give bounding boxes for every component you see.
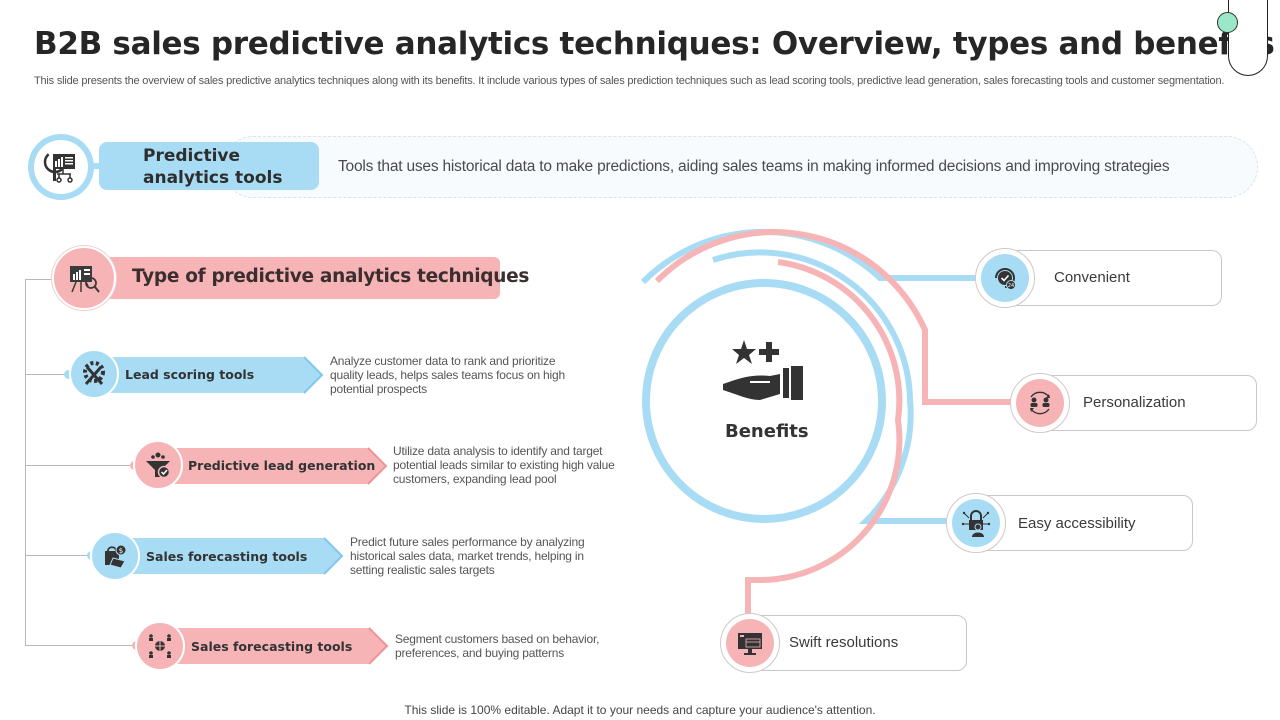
benefit-circle-accessibility bbox=[946, 493, 1006, 553]
overview-description: Tools that uses historical data to make … bbox=[338, 158, 1170, 175]
benefit-card-personalization bbox=[1036, 375, 1257, 431]
benefit-circle-personalization bbox=[1010, 373, 1070, 433]
users-exchange-icon bbox=[1016, 379, 1064, 427]
tech-arrow-sales-forecasting bbox=[118, 537, 344, 575]
tech-desc-sales-forecasting: Predict future sales performance by anal… bbox=[350, 535, 585, 577]
tree-branch-header bbox=[25, 279, 55, 280]
tech-label-sales-forecasting: Sales forecasting tools bbox=[146, 549, 308, 564]
tech-dot bbox=[64, 370, 73, 379]
tree-branch-1 bbox=[25, 374, 70, 375]
bookmark-tag-shape bbox=[1228, 0, 1268, 76]
tech-desc-lead-scoring: Analyze customer data to rank and priori… bbox=[330, 354, 565, 396]
tech-label-lead-generation: Predictive lead generation bbox=[188, 458, 376, 473]
bookmark-dot-icon bbox=[1217, 12, 1238, 33]
tree-branch-3 bbox=[25, 555, 93, 556]
tree-branch-2 bbox=[25, 465, 135, 466]
tree-branch-4 bbox=[25, 645, 137, 646]
benefit-label-convenient: Convenient bbox=[1054, 269, 1130, 286]
benefits-title: Benefits bbox=[725, 421, 809, 442]
tech-desc-segmentation: Segment customers based on behavior, pre… bbox=[395, 632, 600, 660]
benefit-card-convenient bbox=[1000, 250, 1222, 306]
types-header-box bbox=[100, 257, 500, 299]
benefit-card-swift-resolutions bbox=[746, 615, 967, 671]
types-heading: Type of predictive analytics techniques bbox=[132, 266, 530, 287]
benefit-label-personalization: Personalization bbox=[1083, 394, 1186, 411]
overview-label-line2: analytics tools bbox=[143, 168, 283, 188]
overview-description-box bbox=[222, 136, 1258, 198]
svg-text:$: $ bbox=[119, 547, 123, 555]
tech-label-lead-scoring: Lead scoring tools bbox=[125, 367, 255, 382]
clock-24-icon: 24 bbox=[981, 254, 1029, 302]
tree-vertical-line bbox=[25, 279, 26, 646]
overview-label: Predictive analytics tools bbox=[143, 145, 282, 189]
benefit-circle-convenient: 24 bbox=[975, 248, 1035, 308]
shopping-bag-dollar-icon: $ bbox=[90, 531, 140, 581]
tech-desc-lead-generation: Utilize data analysis to identify and ta… bbox=[393, 444, 615, 486]
footer-note: This slide is 100% editable. Adapt it to… bbox=[404, 703, 876, 717]
hand-star-plus-icon bbox=[720, 338, 810, 409]
overview-connector bbox=[86, 163, 100, 169]
customer-network-icon bbox=[135, 621, 185, 671]
tech-arrow-lead-generation bbox=[162, 447, 388, 485]
tech-arrow-lead-scoring bbox=[98, 356, 324, 394]
svg-text:24: 24 bbox=[1008, 283, 1014, 289]
benefit-label-swift-resolutions: Swift resolutions bbox=[789, 634, 899, 651]
overview-label-box bbox=[99, 142, 319, 190]
lock-user-network-icon bbox=[952, 499, 1000, 547]
overview-label-line1: Predictive bbox=[143, 146, 241, 166]
monitor-dashboard-icon bbox=[726, 619, 774, 667]
funnel-check-icon bbox=[133, 440, 183, 490]
benefit-label-accessibility: Easy accessibility bbox=[1018, 515, 1136, 532]
tech-arrow-segmentation bbox=[163, 627, 389, 665]
chart-search-icon bbox=[52, 246, 116, 310]
page-subtitle: This slide presents the overview of sale… bbox=[34, 75, 1225, 87]
page-title: B2B sales predictive analytics technique… bbox=[34, 26, 1275, 62]
benefit-circle-swift-resolutions bbox=[720, 613, 780, 673]
gear-tools-icon bbox=[69, 349, 119, 399]
analytics-presentation-icon bbox=[34, 140, 88, 194]
benefit-card-accessibility bbox=[972, 495, 1193, 551]
tech-label-segmentation: Sales forecasting tools bbox=[191, 639, 353, 654]
